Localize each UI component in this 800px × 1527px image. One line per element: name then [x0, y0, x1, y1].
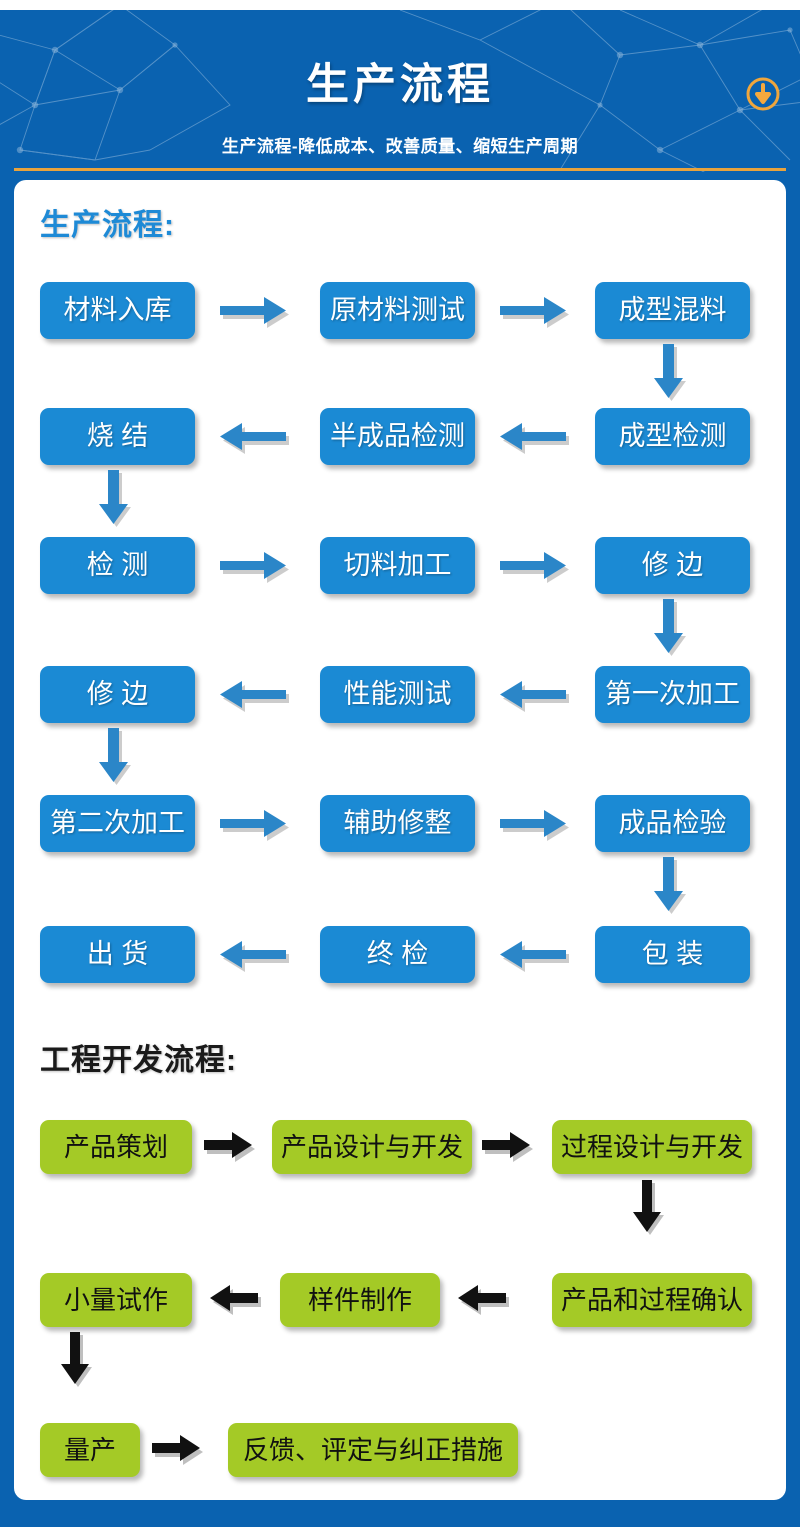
- node-forming-inspection[interactable]: 成型检测: [595, 408, 750, 465]
- node-product-design-development[interactable]: 产品设计与开发: [272, 1120, 472, 1174]
- arrow-down-g2c1: [61, 1332, 96, 1390]
- node-packaging[interactable]: 包 装: [595, 926, 750, 983]
- arrow-right-r1c2: [500, 297, 576, 328]
- node-process-design-development[interactable]: 过程设计与开发: [552, 1120, 752, 1174]
- node-first-processing[interactable]: 第一次加工: [595, 666, 750, 723]
- node-material-warehousing[interactable]: 材料入库: [40, 282, 195, 339]
- page-header: 生产流程 生产流程-降低成本、改善质量、缩短生产周期: [0, 10, 800, 172]
- arrow-right-r3c1: [220, 552, 296, 583]
- circled-down-arrow-icon[interactable]: [745, 76, 781, 112]
- node-small-batch-trial[interactable]: 小量试作: [40, 1273, 192, 1327]
- arrow-left-g2c1: [210, 1285, 268, 1315]
- arrow-down-r2c1: [99, 470, 134, 528]
- arrow-right-g1c1: [204, 1132, 262, 1162]
- arrow-down-r5c3: [654, 857, 689, 915]
- production-flow-heading: 生产流程:: [40, 209, 175, 242]
- arrow-down-g1c3: [633, 1180, 668, 1238]
- node-feedback-assessment-correction[interactable]: 反馈、评定与纠正措施: [228, 1423, 518, 1477]
- arrow-left-r6c1: [220, 941, 296, 972]
- node-auxiliary-trimming[interactable]: 辅助修整: [320, 795, 475, 852]
- gold-divider: [14, 168, 786, 171]
- node-forming-mixing[interactable]: 成型混料: [595, 282, 750, 339]
- arrow-right-r3c2: [500, 552, 576, 583]
- node-sample-making[interactable]: 样件制作: [280, 1273, 440, 1327]
- arrow-left-r2c2: [500, 423, 576, 454]
- arrow-right-g1c2: [482, 1132, 540, 1162]
- arrow-right-r5c2: [500, 810, 576, 841]
- arrow-left-g2c2: [458, 1285, 516, 1315]
- arrow-right-r5c1: [220, 810, 296, 841]
- arrow-down-r3c3: [654, 599, 689, 657]
- node-trimming-1[interactable]: 修 边: [595, 537, 750, 594]
- node-mass-production[interactable]: 量产: [40, 1423, 140, 1477]
- node-semi-finished-inspection[interactable]: 半成品检测: [320, 408, 475, 465]
- arrow-left-r2c1: [220, 423, 296, 454]
- arrow-left-r6c2: [500, 941, 576, 972]
- page-title: 生产流程: [306, 61, 494, 109]
- node-product-planning[interactable]: 产品策划: [40, 1120, 192, 1174]
- arrow-down-r4c1: [99, 728, 134, 786]
- node-second-processing[interactable]: 第二次加工: [40, 795, 195, 852]
- engineering-flow-heading: 工程开发流程:: [40, 1044, 237, 1077]
- page-subtitle: 生产流程-降低成本、改善质量、缩短生产周期: [221, 137, 579, 156]
- node-trimming-2[interactable]: 修 边: [40, 666, 195, 723]
- node-cutting-processing[interactable]: 切料加工: [320, 537, 475, 594]
- node-raw-material-test[interactable]: 原材料测试: [320, 282, 475, 339]
- arrow-down-r1c3: [654, 344, 689, 402]
- node-inspection[interactable]: 检 测: [40, 537, 195, 594]
- node-final-inspection[interactable]: 终 检: [320, 926, 475, 983]
- arrow-left-r4c1: [220, 681, 296, 712]
- node-performance-test[interactable]: 性能测试: [320, 666, 475, 723]
- network-pattern-decoration: [0, 10, 800, 172]
- node-shipment[interactable]: 出 货: [40, 926, 195, 983]
- node-product-process-confirmation[interactable]: 产品和过程确认: [552, 1273, 752, 1327]
- node-finished-product-inspection[interactable]: 成品检验: [595, 795, 750, 852]
- arrow-right-r1c1: [220, 297, 296, 328]
- node-sintering[interactable]: 烧 结: [40, 408, 195, 465]
- arrow-right-g3c1: [152, 1435, 210, 1465]
- arrow-left-r4c2: [500, 681, 576, 712]
- content-card: 生产流程: 材料入库 原材料测试 成型混料 烧 结 半成品检测 成型检测: [14, 180, 786, 1500]
